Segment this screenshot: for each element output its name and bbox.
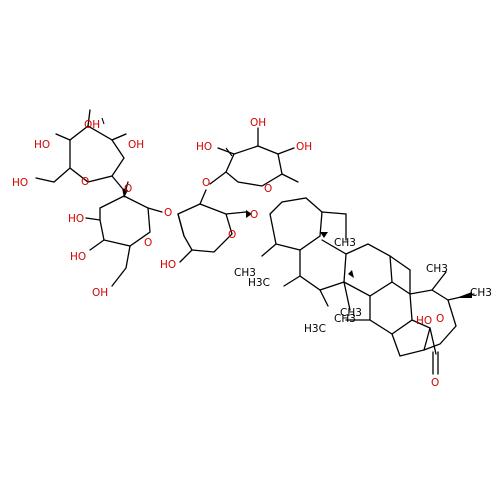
label-aglycone-link-o: O [250,209,258,221]
label-methyl-6: H3C [304,323,326,335]
atom-labels: OH HO OH HO O O HO HO O OH O O HO O HO O… [12,117,492,389]
label-methyl-gem1: CH3 [234,267,256,279]
label-top-sugar-oh3: OH [128,139,144,151]
label-glyco-link-o2: O [164,207,172,219]
label-methyl-5: CH3 [470,287,492,299]
label-glyco-link-o1: O [124,183,132,195]
label-methyl-2: CH3 [334,313,356,325]
label-mid-sugar-ch2-oh: OH [92,287,108,299]
label-top-sugar-ring-o: O [81,176,89,188]
label-mid-sugar-ho1: HO [68,213,84,225]
label-rha-link-o: O [202,177,210,189]
label-rha-ring-o: O [264,183,272,195]
label-top-sugar-ho-ch2: HO [12,177,28,189]
label-lactone-o: O [436,313,444,325]
label-rha-oh2: OH [250,117,266,129]
label-methyl-gem2: H3C [248,277,270,289]
stereo-bonds [101,117,472,298]
label-top-sugar-oh1: OH [84,119,100,131]
label-ara-ho: HO [160,259,176,271]
label-carbonyl-o: O [431,377,439,389]
label-rha-ho1: HO [196,141,212,153]
label-mid-sugar-ring-o: O [144,237,152,249]
label-methyl-3: CH3 [340,307,362,319]
label-mid-sugar-ho2: HO [70,251,86,263]
label-methyl-4: CH3 [426,263,448,275]
label-rha-oh3: OH [296,141,312,153]
label-ring-ho: HO [416,315,432,327]
label-methyl-1: CH3 [334,237,356,249]
label-ara-ring-o: O [228,229,236,241]
label-top-sugar-oh2: HO [34,139,50,151]
bond-skeleton [35,109,475,375]
